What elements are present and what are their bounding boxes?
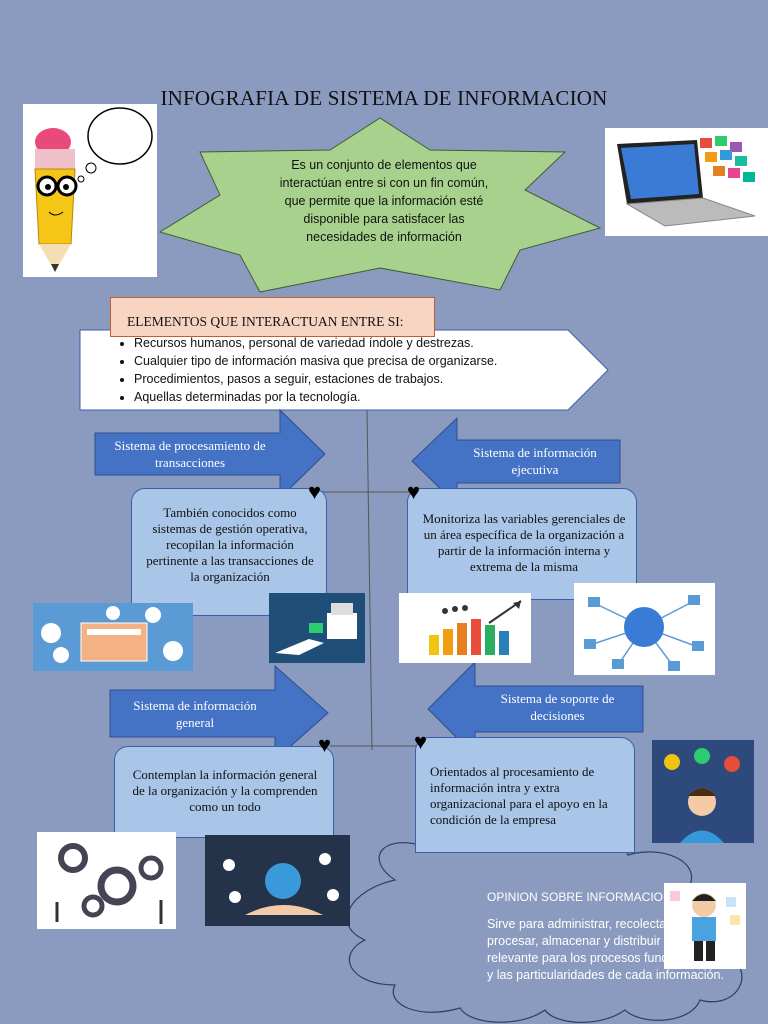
boy-thinking-image [664, 883, 746, 969]
elements-list-arrow [79, 329, 609, 411]
list-item: Aquellas determinadas por la tecnología. [134, 388, 530, 406]
heart-icon: ♥ [414, 729, 428, 754]
heart-icon: ♥ [308, 479, 322, 504]
system-text-transactions: También conocidos como sistemas de gesti… [146, 505, 314, 584]
system-box-general: Contemplan la información general de la … [114, 746, 334, 838]
laptop-apps-image [605, 128, 768, 236]
bar-growth-icon [429, 600, 522, 655]
network-globe-icon [584, 595, 704, 671]
system-text-decisions: Orientados al procesamiento de informaci… [430, 764, 608, 827]
pencil-character-image [23, 104, 157, 277]
definition-text: Es un conjunto de elementos que interact… [279, 158, 489, 244]
opinion-title: OPINION SOBRE INFORMACION [487, 890, 672, 904]
system-label-decisions: Sistema de soporte de decisiones [500, 691, 615, 723]
connector-line [366, 409, 373, 751]
list-item: Procedimientos, pasos a seguir, estacion… [134, 370, 530, 388]
definition-star [158, 117, 602, 293]
digital-globe-icon [223, 853, 339, 915]
list-item: Cualquier tipo de información masiva que… [134, 352, 530, 370]
system-box-executive: Monitoriza las variables gerenciales de … [407, 488, 637, 600]
payment-hand-image [269, 593, 365, 663]
system-label-general: Sistema de información general [133, 698, 257, 730]
elements-list: Recursos humanos, personal de variedad í… [110, 334, 530, 406]
elements-heading: ELEMENTOS QUE INTERACTUAN ENTRE SI: [127, 314, 404, 329]
person-ideas-image [652, 740, 754, 843]
arrow-executive [411, 416, 621, 507]
system-box-decisions: Orientados al procesamiento de informaci… [415, 737, 635, 853]
elements-heading-box: ELEMENTOS QUE INTERACTUAN ENTRE SI: [110, 297, 435, 337]
heart-icon: ♥ [407, 479, 421, 504]
laptop-icon [617, 136, 756, 227]
gears-icon [55, 843, 164, 924]
digital-globe-image [205, 835, 350, 926]
list-item: Recursos humanos, personal de variedad í… [134, 334, 530, 352]
arrow-decisions [427, 660, 644, 758]
page-title: INFOGRAFIA DE SISTEMA DE INFORMACION [160, 86, 608, 110]
system-label-transactions: Sistema de procesamiento de transaccione… [114, 438, 266, 470]
heart-icon: ♥ [318, 732, 332, 757]
pencil-thinking-icon [34, 107, 153, 272]
ecommerce-image [33, 603, 193, 671]
growth-chart-image [399, 593, 531, 663]
ecommerce-icon [41, 606, 183, 663]
system-box-transactions: También conocidos como sistemas de gesti… [131, 488, 327, 616]
system-text-executive: Monitoriza las variables gerenciales de … [422, 511, 626, 574]
system-label-executive: Sistema de información ejecutiva [473, 445, 597, 477]
gears-team-image [37, 832, 176, 929]
arrow-transactions [94, 408, 326, 500]
arrow-general [109, 664, 329, 762]
system-text-general: Contemplan la información general de la … [132, 767, 318, 814]
payment-icon [275, 603, 357, 655]
thinking-person-icon [664, 748, 740, 843]
network-globe-image [574, 583, 715, 675]
boy-thinking-icon [670, 891, 740, 961]
